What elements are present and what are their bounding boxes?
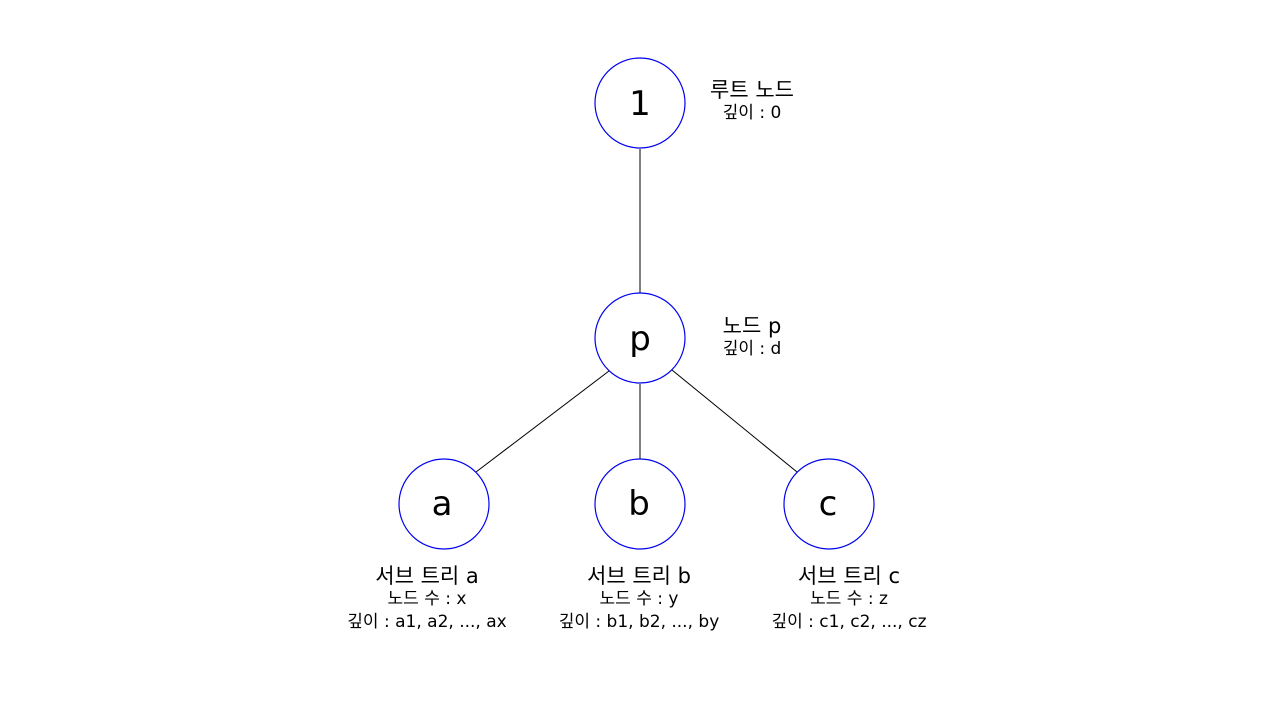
node-b-circle [594, 458, 686, 550]
annotation-subtree-a-title: 서브 트리 a [375, 564, 479, 588]
node-a: a [398, 458, 490, 550]
node-p-label: p [629, 319, 651, 359]
node-a-label: a [432, 484, 453, 524]
node-a-circle [398, 458, 490, 550]
annotation-root: 루트 노드 깊이 : 0 [702, 80, 802, 128]
edge-p-a [475, 370, 610, 473]
annotation-subtree-c-title: 서브 트리 c [797, 564, 901, 588]
annotation-subtree-c-depth: 깊이 : c1, c2, ..., cz [771, 612, 927, 632]
node-c-label: c [819, 484, 838, 524]
annotation-root-title: 루트 노드 [710, 78, 794, 102]
node-root-label: 1 [629, 84, 651, 124]
node-b-label: b [628, 484, 650, 524]
node-root: 1 [594, 57, 686, 149]
annotation-subtree-a-depth: 깊이 : a1, a2, ..., ax [347, 612, 507, 632]
annotation-subtree-b-count: 노드 수 : y [599, 589, 679, 609]
node-root-circle [594, 57, 686, 149]
annotation-p-depth: 깊이 : d [722, 339, 782, 359]
annotation-subtree-c-count: 노드 수 : z [810, 589, 888, 609]
node-p-circle [594, 292, 686, 384]
node-c-circle [783, 458, 875, 550]
node-p: p [594, 292, 686, 384]
node-c: c [783, 458, 875, 550]
annotation-subtree-a: 서브 트리 a 노드 수 : x 깊이 : a1, a2, ..., ax [327, 566, 527, 637]
annotation-subtree-b: 서브 트리 b 노드 수 : y 깊이 : b1, b2, ..., by [539, 566, 739, 637]
edge-p-c [671, 369, 798, 473]
annotation-p-title: 노드 p [722, 314, 782, 338]
node-b: b [594, 458, 686, 550]
annotation-root-depth: 깊이 : 0 [722, 103, 782, 123]
annotation-subtree-b-title: 서브 트리 b [587, 564, 691, 588]
annotation-subtree-b-depth: 깊이 : b1, b2, ..., by [558, 612, 720, 632]
annotation-subtree-c: 서브 트리 c 노드 수 : z 깊이 : c1, c2, ..., cz [749, 566, 949, 637]
annotation-p: 노드 p 깊이 : d [702, 316, 802, 364]
annotation-subtree-a-count: 노드 수 : x [387, 589, 467, 609]
